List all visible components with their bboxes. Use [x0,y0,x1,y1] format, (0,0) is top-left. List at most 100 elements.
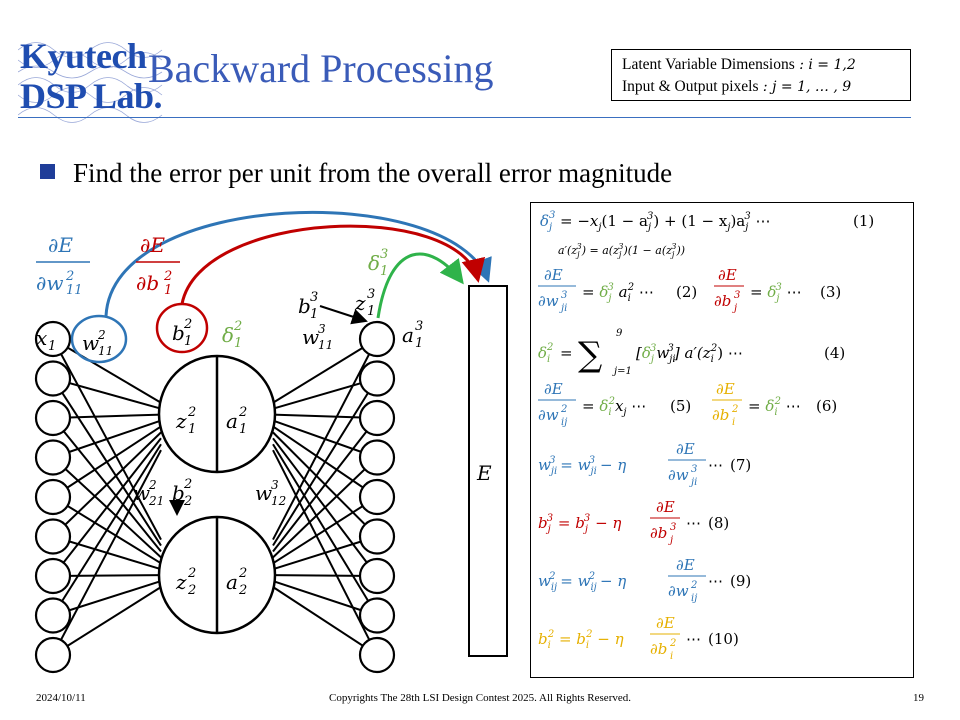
equations-svg: .m { font-family: "DejaVu Serif", serif;… [538,210,874,662]
svg-text:i: i [732,417,735,428]
svg-text:bi2 = bi2 − η: bi2 = bi2 − η [538,629,624,651]
svg-text:⋯: ⋯ [686,630,701,648]
output-connection-line [272,443,378,617]
svg-text:∂E: ∂E [676,556,695,574]
svg-text:⋯: ⋯ [708,456,723,474]
output-node [358,636,396,674]
dE-dw11-label: ∂E ∂w 11 2 [36,233,90,298]
input-nodes [34,320,72,674]
error-label: E [476,461,492,485]
svg-text:∂E: ∂E [716,380,735,398]
svg-text:= δi2xj ⋯: = δi2xj ⋯ [582,396,646,418]
output-connection-line [272,437,378,577]
svg-text:∂b: ∂b [712,406,729,424]
svg-text:∂E: ∂E [676,440,695,458]
svg-text:3: 3 [310,290,318,305]
svg-text:11: 11 [66,283,83,298]
output-connection-line [272,338,378,404]
svg-text:ij: ij [691,593,697,604]
svg-text:= δi2 ⋯: = δi2 ⋯ [748,396,801,418]
svg-text:j: j [668,535,673,546]
svg-text:21: 21 [148,494,164,508]
svg-text:3: 3 [691,464,697,475]
a1-2-label: a 1 2 [226,405,247,437]
info-line-1: Latent Variable Dimensions : i = 1,2 [622,54,900,76]
svg-text:∂E: ∂E [544,266,563,284]
input-connection-line [52,580,162,617]
a1-3-label: a 1 3 [402,319,423,351]
input-connection-line [52,338,162,404]
b3-bias-arrow [319,305,368,325]
b1-2-label: b 1 2 [172,317,192,349]
w11-highlight [70,314,128,364]
x1-label: x 1 [36,326,56,354]
svg-text:bj3 = bj3 − η: bj3 = bj3 − η [538,513,621,535]
svg-text:δ: δ [540,212,549,230]
output-connection-line [272,580,378,617]
svg-text:1: 1 [310,307,318,322]
output-node [358,399,396,437]
input-connection-line [52,437,162,577]
svg-text:⋯: ⋯ [708,572,723,590]
svg-text:2: 2 [97,328,106,342]
w21-2-label: w 21 2 [133,478,164,508]
input-node [34,478,72,516]
svg-text:∂E: ∂E [718,266,737,284]
output-connection-line [272,449,378,656]
svg-text:δ: δ [538,344,547,362]
svg-text:w: w [255,481,272,505]
svg-text:z: z [354,291,366,315]
svg-text:2: 2 [187,405,196,420]
svg-text:w: w [302,325,319,349]
svg-text:z: z [175,409,187,433]
footer-copyright: Copyrights The 28th LSI Design Contest 2… [329,692,631,704]
output-node [358,478,396,516]
input-connection-line [52,586,162,656]
svg-text:a′(zj3) = a(zj3)(1 − a(zj3)): a′(zj3) = a(zj3)(1 − a(zj3)) [558,242,685,259]
input-connection-line [52,377,162,410]
b2-2-label: b 2 2 [172,477,192,509]
svg-text:2: 2 [183,317,192,332]
svg-text:z: z [175,570,187,594]
svg-text:2: 2 [669,638,676,649]
svg-text:2: 2 [163,269,172,284]
svg-text:∂E: ∂E [656,614,675,632]
red-gradient-arrow [180,224,486,305]
svg-text:1: 1 [188,422,196,437]
svg-text:11: 11 [98,344,113,358]
svg-text:2: 2 [731,404,738,415]
logo-text: Kyutech DSP Lab. [20,36,163,116]
equation-1a: a′(zj3) = a(zj3)(1 − a(zj3)) [558,242,685,259]
input-node [34,399,72,437]
svg-text:a: a [226,570,238,594]
svg-text:1: 1 [234,336,242,351]
svg-text:2: 2 [148,478,157,492]
svg-text:ij: ij [561,417,567,428]
info-line-2: Input & Output pixels : j = 1, … , 9 [622,76,900,98]
output-node [358,360,396,397]
hidden-unit-1 [157,354,277,474]
svg-text:ji: ji [559,303,567,314]
z1-3-label: z 1 3 [354,287,375,319]
logo-line2: DSP Lab. [20,76,163,116]
svg-text:11: 11 [318,338,333,352]
svg-text:= δj3 ai2 ⋯: = δj3 ai2 ⋯ [582,282,654,304]
svg-text:3: 3 [670,522,676,533]
svg-text:(1): (1) [853,212,874,230]
output-connection-line [272,425,378,498]
svg-text:b: b [172,321,185,345]
svg-text:∂E: ∂E [140,233,165,257]
output-node [358,320,396,358]
svg-text:2: 2 [183,494,192,509]
svg-text:9: 9 [616,328,623,339]
header-divider [18,117,911,118]
svg-text:1: 1 [164,283,172,298]
output-node [358,597,396,634]
svg-text:x: x [36,326,47,350]
svg-text:(10): (10) [708,630,739,648]
green-delta-arrow [376,252,464,319]
svg-text:3: 3 [734,290,740,301]
